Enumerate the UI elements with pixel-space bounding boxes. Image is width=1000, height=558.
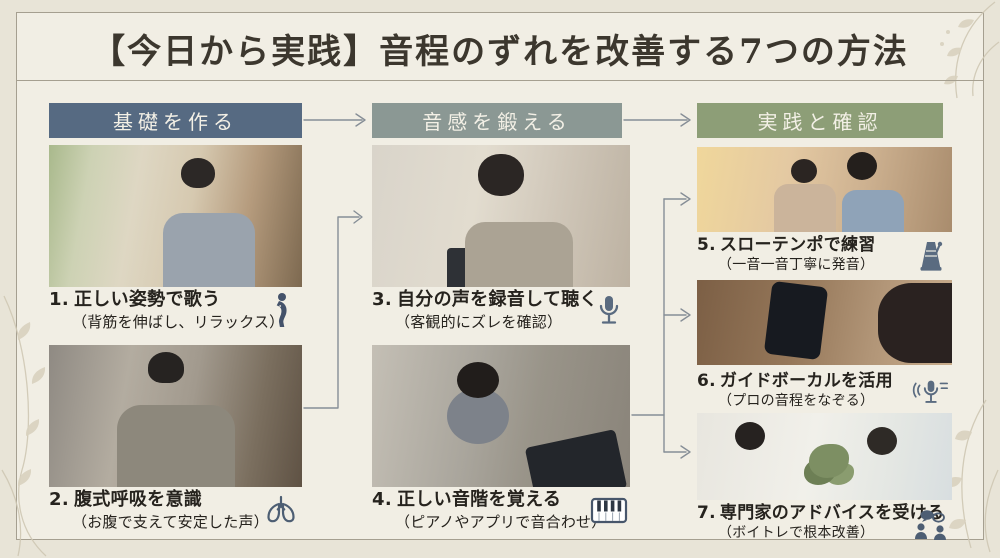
title-divider bbox=[16, 80, 984, 81]
step-5-label: スローテンポで練習 bbox=[719, 235, 876, 255]
lungs-icon bbox=[262, 490, 300, 530]
photo-singing-posture bbox=[49, 145, 302, 287]
step-7-label: 専門家のアドバイスを受ける bbox=[719, 503, 945, 523]
step-5-number: 5. bbox=[697, 235, 716, 255]
step-6-sub: （プロの音程をなぞる） bbox=[718, 393, 875, 410]
step-5-sub: （一音一音丁寧に発音） bbox=[718, 257, 875, 274]
step-4: 4. 正しい音階を覚える （ピアノやアプリで音合わせ） bbox=[372, 489, 630, 531]
step-3-text: 3. 自分の声を録音して聴く （客観的にズレを確認） bbox=[372, 289, 630, 331]
step-1-text: 1. 正しい姿勢で歌う （背筋を伸ばし、リラックス） bbox=[49, 289, 302, 331]
step-4-text: 4. 正しい音階を覚える （ピアノやアプリで音合わせ） bbox=[372, 489, 630, 531]
step-6: 6. ガイドボーカルを活用 （プロの音程をなぞる） bbox=[697, 371, 952, 410]
column-foundation: 基礎を作る 1. 正しい姿勢で歌う （背筋を伸ばし、リラックス） bbox=[49, 103, 302, 540]
step-1-sub: （背筋を伸ばし、リラックス） bbox=[72, 312, 285, 331]
step-3-number: 3. bbox=[372, 289, 392, 310]
step-5-text: 5. スローテンポで練習 （一音一音丁寧に発音） bbox=[697, 235, 952, 274]
step-2-text: 2. 腹式呼吸を意識 （お腹で支えて安定した声） bbox=[49, 489, 302, 531]
step-1-number: 1. bbox=[49, 289, 69, 310]
step-3: 3. 自分の声を録音して聴く （客観的にズレを確認） bbox=[372, 289, 630, 331]
metronome-icon bbox=[912, 236, 950, 276]
step-7-sub: （ボイトレで根本改善） bbox=[718, 525, 875, 542]
step-4-sub: （ピアノやアプリで音合わせ） bbox=[395, 512, 607, 531]
step-7: 7. 専門家のアドバイスを受ける （ボイトレで根本改善） bbox=[697, 503, 952, 542]
guide-vocal-mic-icon bbox=[912, 372, 950, 412]
step-6-text: 6. ガイドボーカルを活用 （プロの音程をなぞる） bbox=[697, 371, 952, 410]
photo-guide-vocal-app bbox=[697, 280, 952, 365]
photo-expert-advice bbox=[697, 413, 952, 500]
photo-recording-listening bbox=[372, 145, 630, 287]
photo-duo-singing bbox=[697, 147, 952, 232]
step-2-label: 腹式呼吸を意識 bbox=[73, 489, 203, 510]
step-2: 2. 腹式呼吸を意識 （お腹で支えて安定した声） bbox=[49, 489, 302, 531]
column-practice-check-header: 実践と確認 bbox=[697, 103, 943, 138]
step-3-sub: （客観的にズレを確認） bbox=[395, 312, 563, 331]
step-2-sub: （お腹で支えて安定した声） bbox=[72, 512, 269, 531]
posture-icon bbox=[262, 290, 300, 330]
column-practice-check: 実践と確認 5. スローテンポで練習 （一音一音丁寧に発音） bbox=[697, 103, 952, 542]
photo-breathing bbox=[49, 345, 302, 487]
step-6-number: 6. bbox=[697, 371, 716, 391]
photo-scale-practice bbox=[372, 345, 630, 487]
step-7-text: 7. 専門家のアドバイスを受ける （ボイトレで根本改善） bbox=[697, 503, 952, 542]
column-foundation-header: 基礎を作る bbox=[49, 103, 302, 138]
column-ear-training-header: 音感を鍛える bbox=[372, 103, 622, 138]
step-7-number: 7. bbox=[697, 503, 716, 523]
column-ear-training: 音感を鍛える 3. 自分の声を録音して聴く （客観的にズレを確認） bbox=[372, 103, 630, 540]
step-4-number: 4. bbox=[372, 489, 392, 510]
step-3-label: 自分の声を録音して聴く bbox=[396, 289, 598, 310]
page-title: 【今日から実践】音程のずれを改善する7つの方法 bbox=[91, 32, 909, 72]
step-1: 1. 正しい姿勢で歌う （背筋を伸ばし、リラックス） bbox=[49, 289, 302, 331]
piano-keys-icon bbox=[590, 490, 628, 530]
step-2-number: 2. bbox=[49, 489, 69, 510]
people-advice-icon bbox=[912, 504, 950, 544]
step-1-label: 正しい姿勢で歌う bbox=[73, 289, 221, 310]
microphone-icon bbox=[590, 290, 628, 330]
step-4-label: 正しい音階を覚える bbox=[396, 489, 562, 510]
step-6-label: ガイドボーカルを活用 bbox=[719, 371, 893, 391]
step-5: 5. スローテンポで練習 （一音一音丁寧に発音） bbox=[697, 235, 952, 274]
